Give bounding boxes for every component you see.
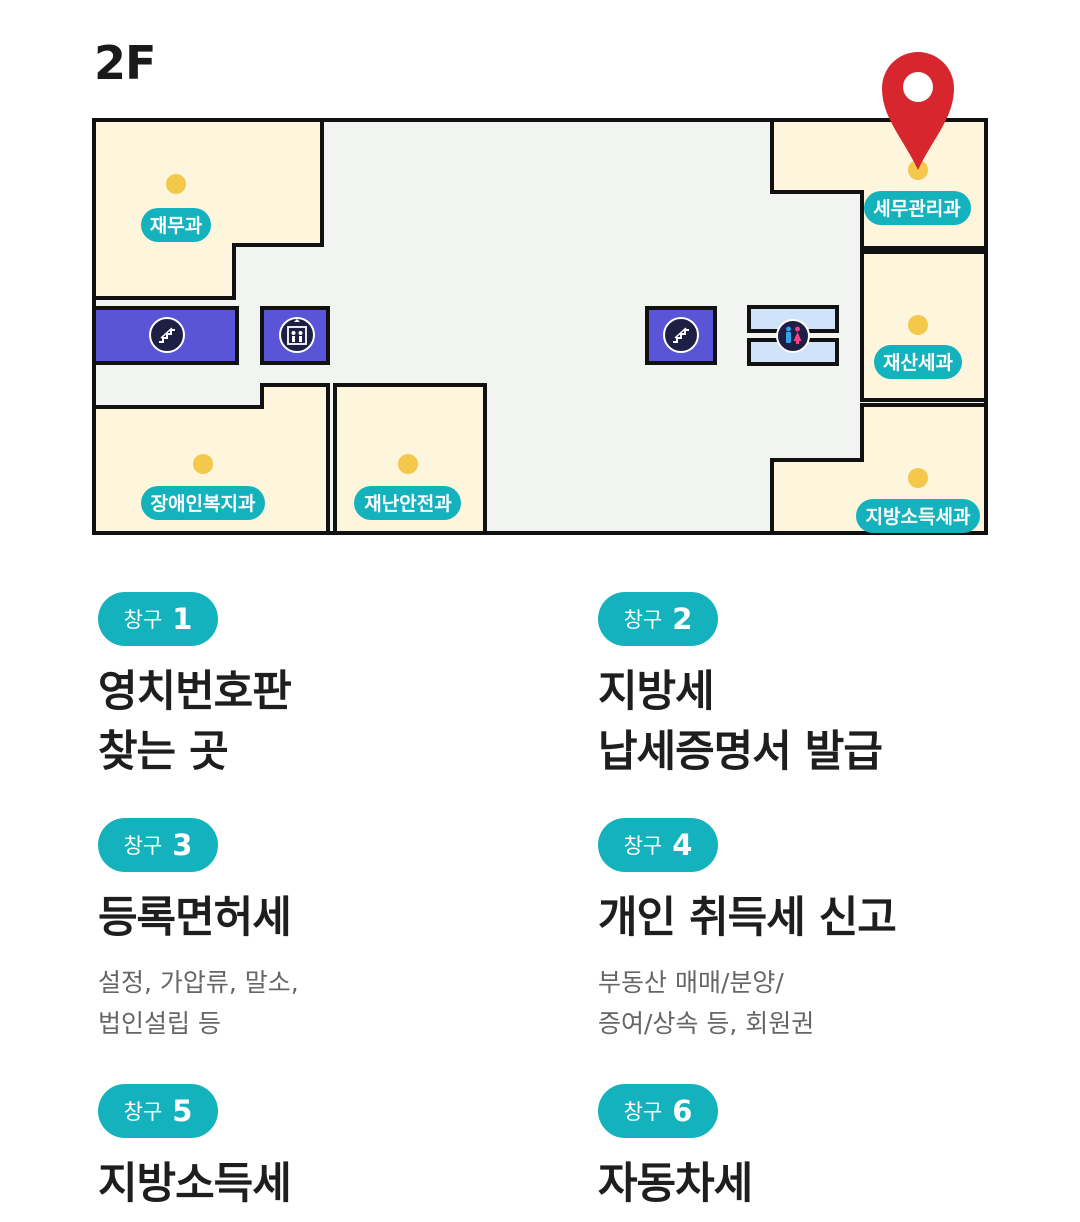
counter-description-line: 법인설립 등 [98, 1009, 221, 1038]
counter-4: 창구 4 개인 취득세 신고 부동산 매매/분양/ 증여/상속 등, 회원권 [598, 818, 1058, 1044]
counter-title-line: 찾는 곳 [98, 727, 229, 777]
counter-description-line: 설정, 가압류, 말소, [98, 968, 299, 997]
location-pin-icon [882, 52, 954, 170]
counter-badge-label: 창구 [123, 608, 163, 632]
elevator-icon [279, 317, 315, 353]
counter-badge: 창구 1 [98, 592, 218, 646]
counter-title-line: 지방소득세 [98, 1159, 292, 1209]
counter-badge: 창구 3 [98, 818, 218, 872]
counter-title-line: 납세증명서 발급 [598, 727, 883, 777]
counter-badge: 창구 2 [598, 592, 718, 646]
counter-badge-number: 3 [172, 828, 193, 862]
counter-1: 창구 1 영치번호판 찾는 곳 [98, 592, 558, 782]
svg-text:재산세과: 재산세과 [883, 352, 953, 374]
counter-5: 창구 5 지방소득세 [98, 1084, 558, 1214]
room-dot-disaster-safety [398, 454, 418, 474]
room-label-property-tax: 재산세과 [874, 345, 962, 379]
counter-2: 창구 2 지방세 납세증명서 발급 [598, 592, 1058, 782]
counter-badge-label: 창구 [623, 608, 663, 632]
counter-description-line: 부동산 매매/분양/ [598, 968, 784, 997]
svg-text:세무관리과: 세무관리과 [873, 198, 961, 220]
counter-badge-number: 4 [672, 828, 693, 862]
svg-text:지방소득세과: 지방소득세과 [866, 506, 971, 528]
counter-3: 창구 3 등록면허세 설정, 가압류, 말소, 법인설립 등 [98, 818, 558, 1044]
room-label-disability-welfare: 장애인복지과 [141, 486, 265, 520]
counter-description-line: 증여/상속 등, 회원권 [598, 1009, 815, 1038]
room-dot-finance [166, 174, 186, 194]
counter-badge: 창구 6 [598, 1084, 718, 1138]
counter-title: 지방소득세 [98, 1154, 558, 1214]
counter-badge: 창구 4 [598, 818, 718, 872]
counter-6: 창구 6 자동차세 [598, 1084, 1058, 1214]
floor-map: 재무과 세무관리과 재산세과 장애인복지과 재난안전과 지방소득세과 [92, 52, 988, 535]
room-dot-disability-welfare [193, 454, 213, 474]
counter-title: 영치번호판 찾는 곳 [98, 662, 558, 782]
room-dot-local-income-tax [908, 468, 928, 488]
counter-title: 등록면허세 [98, 888, 558, 948]
counter-title: 자동차세 [598, 1154, 1058, 1214]
counter-title-line: 자동차세 [598, 1159, 753, 1209]
counter-description: 설정, 가압류, 말소, 법인설립 등 [98, 962, 558, 1044]
counter-title: 지방세 납세증명서 발급 [598, 662, 1058, 782]
counter-badge-label: 창구 [623, 1100, 663, 1124]
counter-badge-label: 창구 [123, 834, 163, 858]
counter-title: 개인 취득세 신고 [598, 888, 1058, 948]
counter-badge-number: 5 [172, 1094, 193, 1128]
counter-badge-number: 2 [672, 602, 693, 636]
counter-badge-number: 6 [672, 1094, 693, 1128]
counter-title-line: 영치번호판 [98, 667, 292, 717]
svg-text:재무과: 재무과 [150, 215, 203, 237]
room-label-tax-management: 세무관리과 [864, 191, 971, 225]
floor-label: 2F [94, 36, 156, 90]
counter-title-line: 등록면허세 [98, 893, 292, 943]
room-label-finance: 재무과 [141, 208, 211, 242]
counter-title-line: 개인 취득세 신고 [598, 893, 897, 943]
room-label-disaster-safety: 재난안전과 [354, 486, 461, 520]
stairs-icon [149, 317, 185, 353]
svg-text:재난안전과: 재난안전과 [364, 493, 452, 515]
counter-title-line: 지방세 [598, 667, 715, 717]
room-label-local-income-tax: 지방소득세과 [856, 499, 980, 533]
counter-description: 부동산 매매/분양/ 증여/상속 등, 회원권 [598, 962, 1058, 1044]
counter-badge-label: 창구 [623, 834, 663, 858]
counter-badge-label: 창구 [123, 1100, 163, 1124]
counter-badge: 창구 5 [98, 1084, 218, 1138]
counter-badge-number: 1 [172, 602, 193, 636]
room-dot-property-tax [908, 315, 928, 335]
restroom-icon [776, 319, 810, 353]
stairs-icon [663, 317, 699, 353]
svg-text:장애인복지과: 장애인복지과 [151, 493, 256, 515]
